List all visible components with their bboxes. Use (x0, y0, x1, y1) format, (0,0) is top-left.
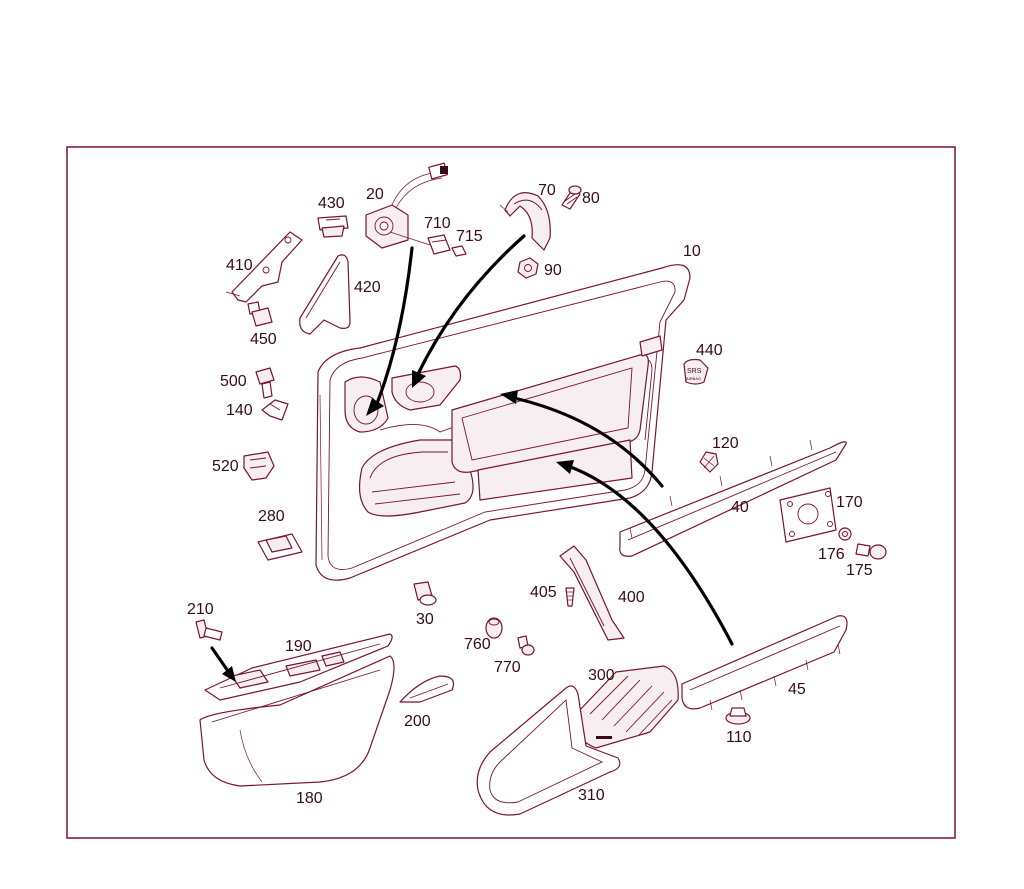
label-300: 300 (588, 667, 615, 684)
plug-715[interactable] (451, 245, 467, 257)
plug-760[interactable] (485, 617, 503, 639)
lower-panel-180[interactable] (199, 655, 395, 787)
screw-405[interactable] (565, 587, 575, 607)
grille-300[interactable] (577, 665, 679, 749)
arrow-switch-panel (210, 646, 236, 682)
label-45: 45 (788, 681, 806, 698)
clip-110[interactable] (725, 707, 751, 725)
armrest-trim-45[interactable] (681, 615, 848, 711)
clip-430[interactable] (317, 215, 349, 238)
label-40: 40 (731, 499, 749, 516)
handle-70[interactable] (499, 192, 551, 251)
label-430: 430 (318, 195, 345, 212)
arrow-trim-strip (500, 390, 664, 488)
label-710: 710 (424, 215, 451, 232)
cover-420[interactable] (299, 254, 351, 335)
label-140: 140 (226, 402, 253, 419)
plate-170[interactable] (779, 487, 837, 543)
label-190: 190 (285, 638, 312, 655)
label-405: 405 (530, 584, 557, 601)
airbag-text: AIRBAG (686, 376, 701, 381)
label-200: 200 (404, 713, 431, 730)
label-210: 210 (187, 601, 214, 618)
arrow-armrest (556, 460, 734, 646)
diagram-frame (66, 146, 956, 839)
label-420: 420 (354, 279, 381, 296)
door-panel-10[interactable] (315, 264, 691, 581)
connector-710[interactable] (427, 234, 451, 255)
label-30: 30 (416, 611, 434, 628)
trim-strip-40[interactable] (619, 439, 847, 557)
label-90: 90 (544, 262, 562, 279)
nut-90[interactable] (517, 257, 539, 279)
clip-30[interactable] (413, 581, 437, 606)
label-180: 180 (296, 790, 323, 807)
label-170: 170 (836, 494, 863, 511)
switch-panel-190[interactable] (204, 633, 393, 701)
bolt-450[interactable] (247, 301, 273, 327)
srs-badge-440[interactable]: SRS AIRBAG (683, 358, 709, 385)
label-410: 410 (226, 257, 253, 274)
clip-520[interactable] (243, 451, 275, 481)
arrow-handle (412, 234, 526, 388)
handle-bracket-400[interactable] (559, 545, 625, 641)
label-80: 80 (582, 190, 600, 207)
arrow-speaker (366, 246, 414, 416)
cover-200[interactable] (399, 675, 455, 703)
label-500: 500 (220, 373, 247, 390)
label-175: 175 (846, 562, 873, 579)
screw-175[interactable] (855, 543, 887, 560)
clip-140[interactable] (261, 399, 289, 421)
screw-770[interactable] (517, 635, 535, 656)
screw-500[interactable] (255, 367, 275, 399)
label-440: 440 (696, 342, 723, 359)
label-70: 70 (538, 182, 556, 199)
label-770: 770 (494, 659, 521, 676)
screw-210[interactable] (195, 619, 223, 641)
screw-80[interactable] (561, 185, 582, 210)
label-760: 760 (464, 636, 491, 653)
frame-310[interactable] (476, 685, 621, 816)
bracket-280[interactable] (257, 533, 303, 561)
label-450: 450 (250, 331, 277, 348)
speaker-20[interactable] (365, 162, 448, 249)
label-520: 520 (212, 458, 239, 475)
bracket-410[interactable] (225, 231, 303, 303)
washer-176[interactable] (838, 527, 852, 541)
label-20: 20 (366, 186, 384, 203)
washer-120[interactable] (699, 451, 719, 473)
label-715: 715 (456, 228, 483, 245)
label-10: 10 (683, 243, 701, 260)
label-110: 110 (726, 729, 752, 746)
label-310: 310 (578, 787, 605, 804)
label-400: 400 (618, 589, 645, 606)
srs-text: SRS (687, 368, 702, 375)
label-280: 280 (258, 508, 285, 525)
label-120: 120 (712, 435, 739, 452)
label-176: 176 (818, 546, 845, 563)
